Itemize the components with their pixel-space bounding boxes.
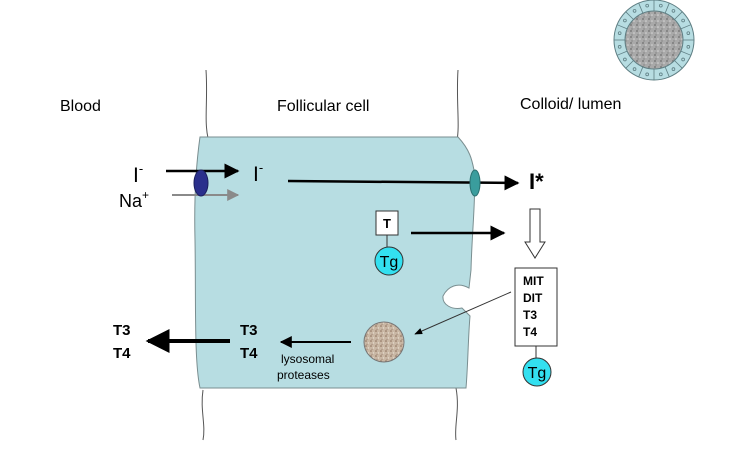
follicle-spoke [674,11,683,20]
follicle-nucleus [617,31,622,35]
follicle-spoke [625,11,634,20]
adjacent-cell-outline-left-bottom [201,389,205,441]
follicle-spoke [674,60,683,69]
adjacent-cell-outline-left-top [205,69,209,139]
follicle-spoke [638,2,644,14]
follicle-nucleus [645,72,649,77]
enzyme-label-line1: lysosomal [281,352,334,366]
iodide-blood-label: I- [133,161,143,187]
colloid-item-t4: T4 [523,325,537,339]
tg-colloid-circle [522,357,552,387]
iodide-cell-label: I- [253,160,263,186]
blood-t4-label: T4 [113,345,131,362]
colloid-item-t3: T3 [523,308,537,322]
follicle-nucleus [681,18,685,23]
oxidized-iodine-label: I* [529,169,544,194]
follicle-nucleus [623,57,627,62]
follicle-spoke [664,66,670,78]
endocytosis-arrow [414,291,512,335]
follicle-nucleus [686,45,691,49]
follicle-spoke [664,2,670,14]
region-label-follicular-cell: Follicular cell [277,98,369,115]
adjacent-cell-outline-right-bottom [455,387,458,441]
follicle-nucleus [671,9,676,13]
cell-t3-label: T3 [240,322,258,339]
region-label-blood: Blood [60,98,101,115]
sodium-blood-label: Na+ [119,188,149,211]
follicle-nucleus [632,67,637,71]
follicle-nucleus [686,31,691,35]
follicle-nucleus [623,18,627,23]
follicle-nucleus [659,3,663,8]
iodination-hollow-arrow [524,208,546,259]
follicle-spoke [616,50,628,56]
follicle-nucleus [671,67,676,71]
apical-channel [469,169,481,197]
iodinated-tg-box [514,267,558,347]
follicle-nucleus [617,45,622,49]
nis-symporter [193,169,209,197]
tg-cell-circle [374,246,404,276]
follicle-nucleus [645,3,649,8]
region-label-colloid: Colloid/ lumen [520,96,621,113]
follicle-spoke [680,50,692,56]
enzyme-label-line2: proteases [277,368,330,382]
follicular-cell-body [194,136,476,389]
follicle-spoke [680,24,692,30]
follicle-nucleus [681,57,685,62]
follicle-spoke [625,60,634,69]
tg-colloid-label: Tg [528,365,547,382]
cell-t4-label: T4 [240,345,258,362]
colloid-item-mit: MIT [523,274,544,288]
blood-t3-label: T3 [113,322,131,339]
lysosome-vesicle [363,321,405,363]
t-box-label: T [383,216,391,231]
follicle-nucleus [659,72,663,77]
follicle-nucleus [632,9,637,13]
follicle-thumbnail [613,0,695,81]
follicle-spoke [616,24,628,30]
follicle-spoke [638,66,644,78]
adjacent-cell-outline-right-top [456,69,459,141]
tg-cell-label: Tg [380,254,399,271]
colloid-item-dit: DIT [523,291,543,305]
